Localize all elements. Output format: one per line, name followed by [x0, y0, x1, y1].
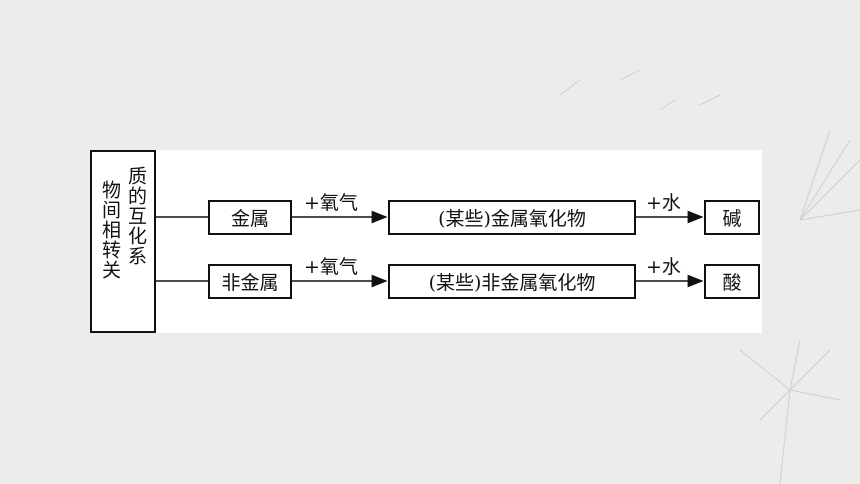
node-nonmetal: 非金属 — [208, 264, 292, 299]
label-row1-water: +水 — [646, 192, 681, 214]
node-base-label: 碱 — [722, 208, 742, 230]
relation-title-box: 物间相转关 质的互化系 — [90, 150, 156, 333]
relation-title-col-right: 质的互化系 — [125, 166, 147, 266]
node-nonmetal-oxide-label: (某些)非金属氧化物 — [428, 272, 596, 294]
node-metal-oxide-label: (某些)金属氧化物 — [438, 208, 586, 230]
node-metal-label: 金属 — [230, 208, 269, 230]
node-nonmetal-label: 非金属 — [221, 272, 279, 294]
label-row2-oxygen: +氧气 — [304, 256, 358, 278]
node-acid: 酸 — [704, 264, 760, 299]
node-base: 碱 — [704, 200, 760, 235]
label-row2-water: +水 — [646, 256, 681, 278]
node-metal: 金属 — [208, 200, 292, 235]
node-nonmetal-oxide: (某些)非金属氧化物 — [388, 264, 636, 299]
connector-lines — [156, 210, 704, 288]
diagram-panel: 物间相转关 质的互化系 金属 +氧气 (某些)金属氧化物 +水 碱 非金属 +氧… — [90, 150, 762, 333]
label-row1-oxygen: +氧气 — [304, 192, 358, 214]
node-metal-oxide: (某些)金属氧化物 — [388, 200, 636, 235]
node-acid-label: 酸 — [722, 272, 742, 294]
relation-title-col-left: 物间相转关 — [99, 180, 121, 280]
